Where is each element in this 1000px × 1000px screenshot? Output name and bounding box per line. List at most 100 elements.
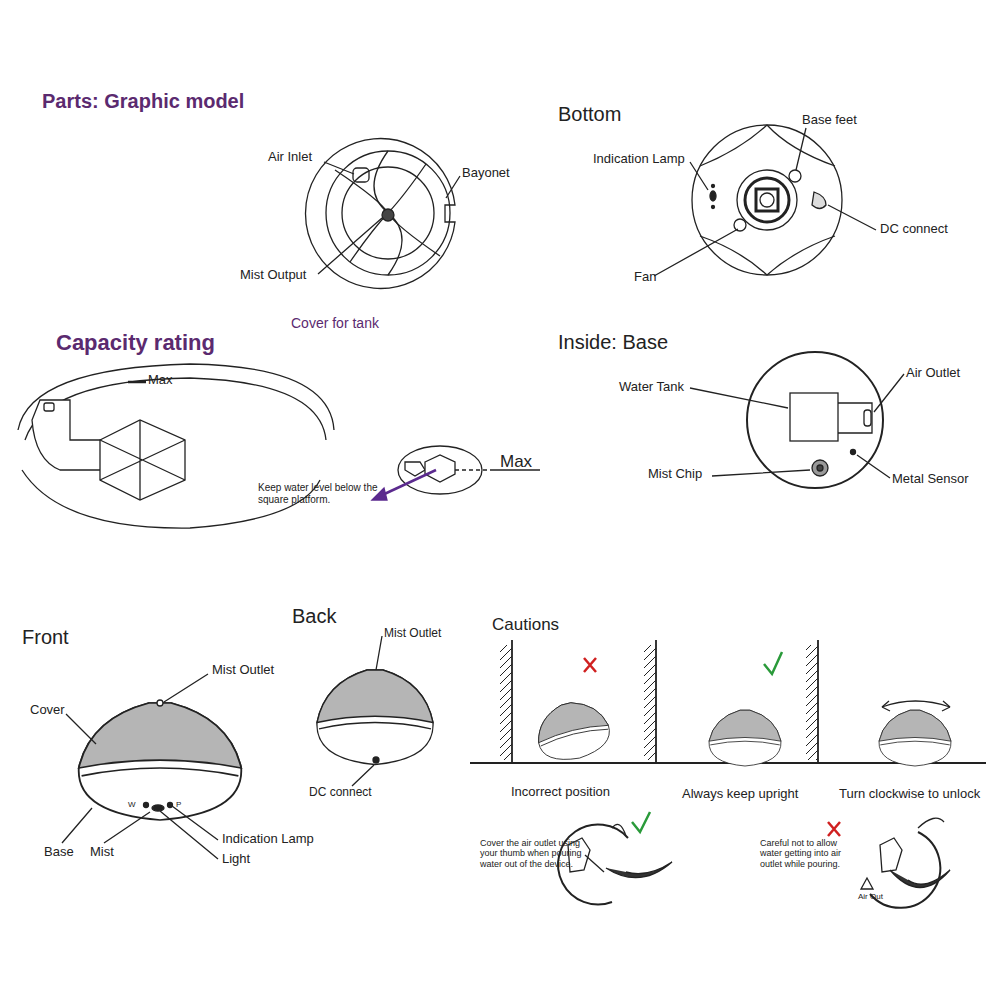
part-label: Max <box>500 452 532 472</box>
drawing-rect <box>500 645 512 760</box>
drawing-path <box>880 838 902 872</box>
drawing-circle <box>817 465 823 471</box>
part-label: Turn clockwise to unlock <box>839 787 980 802</box>
drawing-path <box>352 636 382 786</box>
drawing-path <box>882 701 950 711</box>
drawing-path <box>32 400 110 470</box>
part-label: Keep water level below the square platfo… <box>258 482 386 505</box>
drawing-path <box>318 162 460 274</box>
drawing-path <box>812 192 826 209</box>
drawing-circle <box>747 352 883 488</box>
part-label: Base feet <box>802 113 857 128</box>
drawing-rect <box>864 410 871 426</box>
drawing-rect <box>756 189 778 211</box>
inside-base <box>690 352 904 488</box>
drawing-path <box>425 455 455 482</box>
part-label: Air Out <box>858 892 883 901</box>
drawing-circle <box>712 206 715 209</box>
part-label: DC connect <box>880 222 948 237</box>
part-label: Cautions <box>492 615 559 635</box>
part-label: W <box>128 800 136 809</box>
part-label: Careful not to allow water getting into … <box>760 838 855 869</box>
drawing-circle <box>168 803 173 808</box>
drawing-circle <box>789 170 801 182</box>
part-label: Indication Lamp <box>222 832 314 847</box>
part-label: Mist Outlet <box>212 663 274 678</box>
drawing-circle <box>692 125 842 275</box>
drawing-circle <box>157 700 163 706</box>
drawing-path <box>128 381 146 384</box>
part-label: Cover the air outlet using your thumb wh… <box>480 838 598 869</box>
part-label: Mist <box>90 845 114 860</box>
part-label: Water Tank <box>619 380 684 395</box>
drawing-rect <box>44 403 54 411</box>
drawing-path <box>585 855 604 872</box>
section-heading: Parts: Graphic model <box>42 90 244 113</box>
drawing-path <box>838 403 872 433</box>
drawing-path <box>890 870 950 888</box>
part-label: Cover <box>30 703 65 718</box>
tank-cover <box>305 139 460 289</box>
drawing-path <box>828 822 840 836</box>
drawing-circle <box>712 185 715 188</box>
drawing-path <box>455 469 490 470</box>
part-label: Light <box>222 852 250 867</box>
part-label: Base <box>44 845 74 860</box>
drawing-path <box>690 374 904 478</box>
drawing-path <box>632 812 650 832</box>
drawing-circle <box>144 803 149 808</box>
drawing-circle <box>851 450 856 455</box>
drawing-path <box>378 470 436 497</box>
part-label: Incorrect position <box>511 785 610 800</box>
base-bottom <box>654 125 876 276</box>
drawing-rect <box>806 645 818 760</box>
drawing-path <box>882 701 950 707</box>
drawing-circle <box>342 167 434 259</box>
cautions <box>470 640 986 908</box>
drawing-path <box>335 170 440 256</box>
drawing-use <box>709 710 781 766</box>
drawing-rect <box>790 393 838 441</box>
part-label: Mist Chip <box>648 467 702 482</box>
drawing-circle <box>373 757 379 763</box>
part-label: P <box>176 800 181 809</box>
section-heading: Capacity rating <box>56 330 215 355</box>
drawing-use <box>317 670 433 765</box>
drawing-circle <box>734 219 746 231</box>
part-label: Cover for tank <box>291 315 379 331</box>
part-label: Max <box>148 373 173 388</box>
drawing-path <box>612 824 626 836</box>
part-label: Mist Output <box>240 268 306 283</box>
drawing-rect <box>353 168 369 182</box>
drawing-ellipse <box>710 191 716 201</box>
back-view <box>317 636 433 786</box>
drawing-path <box>100 420 185 500</box>
part-label: Air Inlet <box>268 150 312 165</box>
part-label: Back <box>292 605 336 628</box>
drawing-rect <box>644 645 656 760</box>
part-label: Air Outlet <box>906 366 960 381</box>
drawing-path <box>700 125 835 275</box>
front-view <box>62 674 241 859</box>
part-label: Fan <box>634 270 656 285</box>
drawing-circle <box>382 209 394 221</box>
drawing-path <box>350 164 426 262</box>
part-label: Front <box>22 626 69 649</box>
drawing-path <box>764 652 782 674</box>
capacity-view <box>18 364 540 528</box>
drawing-path <box>918 818 944 828</box>
part-label: Bayonet <box>462 166 510 181</box>
drawing-circle <box>760 193 774 207</box>
drawing-path <box>374 151 402 275</box>
drawing-path <box>606 862 672 878</box>
drawing-use <box>79 703 242 820</box>
part-label: Bottom <box>558 103 621 126</box>
drawing-ellipse <box>152 805 164 811</box>
part-label: DC connect <box>309 786 372 800</box>
drawing-use <box>879 710 951 766</box>
part-label: Always keep upright <box>682 787 798 802</box>
drawing-circle <box>737 170 797 230</box>
drawing-path <box>654 128 876 276</box>
drawing-circle <box>745 178 789 222</box>
part-label: Inside: Base <box>558 331 668 354</box>
